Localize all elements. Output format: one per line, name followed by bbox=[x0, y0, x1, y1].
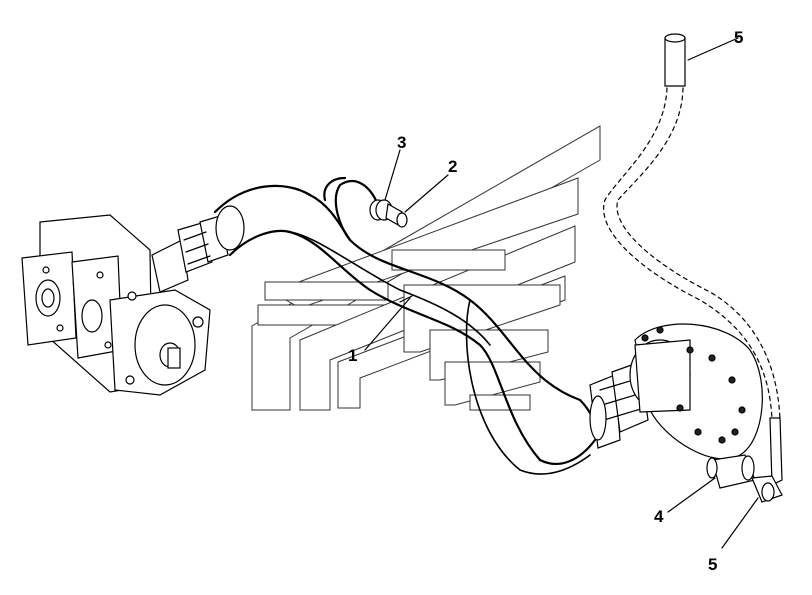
callout-3: 3 bbox=[397, 133, 406, 152]
watermark-logo bbox=[251, 125, 601, 411]
leader-lines bbox=[364, 37, 759, 549]
callout-4: 4 bbox=[654, 507, 664, 526]
hose-connector bbox=[385, 203, 408, 228]
callout-2: 2 bbox=[448, 157, 457, 176]
suction-hose bbox=[213, 176, 600, 475]
tank-fitting bbox=[589, 361, 649, 449]
breather-tube bbox=[603, 33, 783, 486]
callout-5-top: 5 bbox=[734, 28, 743, 47]
hydraulic-pump bbox=[21, 214, 211, 396]
tank-flange bbox=[629, 323, 763, 460]
elbow-fitting-4 bbox=[706, 454, 756, 489]
callout-1: 1 bbox=[348, 346, 357, 365]
callout-5-bottom: 5 bbox=[708, 555, 717, 574]
elbow-fitting-5 bbox=[751, 475, 783, 503]
